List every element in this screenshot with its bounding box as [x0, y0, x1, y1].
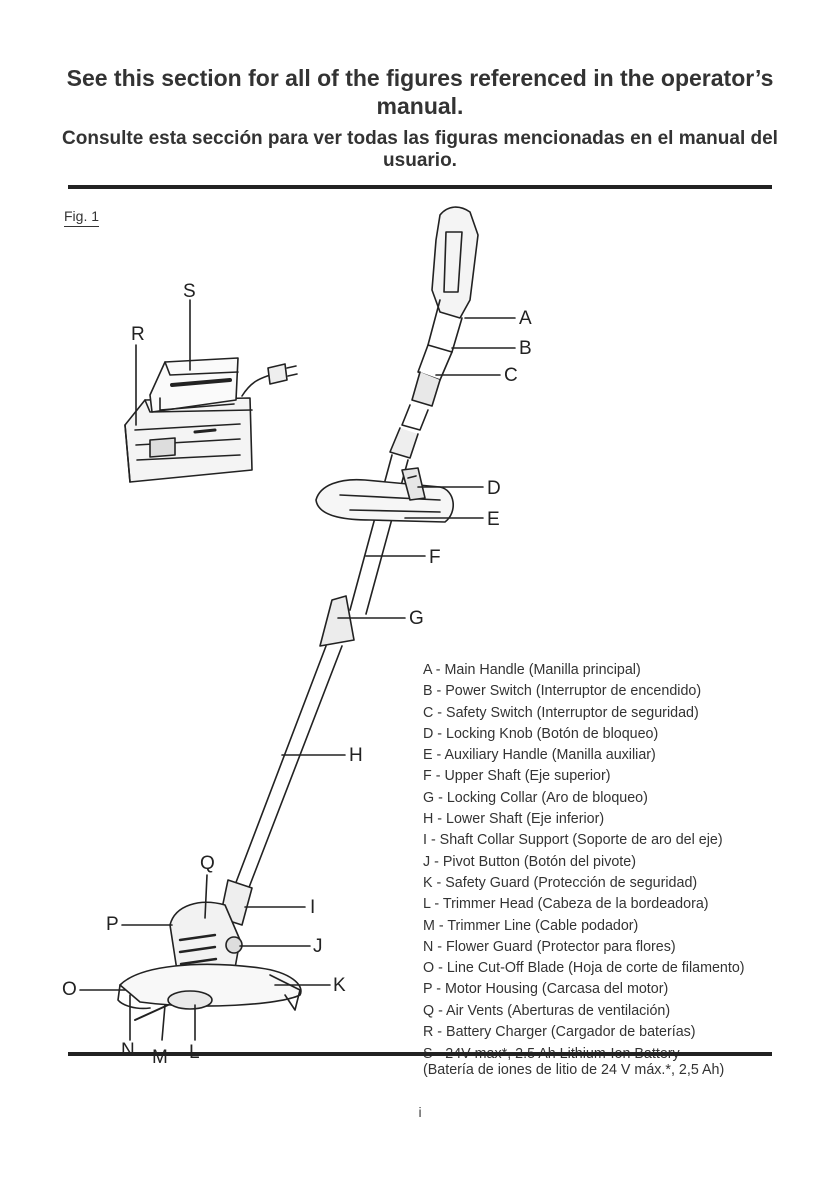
top-divider [68, 185, 772, 189]
lower-shaft-drawing [234, 645, 343, 891]
legend-item-r: R - Battery Charger (Cargador de batería… [423, 1024, 696, 1041]
legend-item-p: P - Motor Housing (Carcasa del motor) [423, 981, 669, 998]
legend-item-s-line2: (Batería de iones de litio de 24 V máx.*… [423, 1062, 725, 1079]
callout-k: K [333, 975, 346, 996]
battery-pack-drawing [149, 357, 239, 413]
auxiliary-handle-drawing [315, 467, 454, 523]
legend-item-m: M - Trimmer Line (Cable podador) [423, 917, 639, 934]
legend-item-o: O - Line Cut-Off Blade (Hoja de corte de… [423, 960, 745, 977]
page-title: See this section for all of the figures … [66, 65, 774, 119]
legend-item-k: K - Safety Guard (Protección de segurida… [423, 874, 698, 891]
callout-c: C [504, 365, 518, 386]
legend-item-c: C - Safety Switch (Interruptor de seguri… [423, 704, 699, 721]
legend-item-b: B - Power Switch (Interruptor de encendi… [423, 683, 702, 700]
page-subtitle: Consulte esta sección para ver todas las… [62, 128, 778, 171]
legend-item-i: I - Shaft Collar Support (Soporte de aro… [423, 832, 723, 849]
trimmer-head-drawing [167, 990, 213, 1010]
figure-label: Fig. 1 [64, 208, 100, 227]
locking-collar-drawing [319, 595, 355, 647]
main-handle-drawing [389, 206, 479, 459]
legend-item-n: N - Flower Guard (Protector para flores) [423, 938, 676, 955]
legend-item-h: H - Lower Shaft (Eje inferior) [423, 811, 605, 828]
legend-item-l: L - Trimmer Head (Cabeza de la bordeador… [423, 896, 709, 913]
page-number: i [418, 1104, 422, 1120]
callout-o: O [62, 979, 77, 1000]
callout-h: H [349, 745, 363, 766]
callout-m: M [152, 1047, 168, 1068]
parts-legend: A - Main Handle (Manilla principal) B - … [423, 660, 823, 1078]
safety-guard-drawing [117, 963, 302, 1011]
legend-item-j: J - Pivot Button (Botón del pivote) [423, 853, 636, 870]
callout-p: P [106, 914, 119, 935]
callout-e: E [487, 509, 500, 530]
callout-s: S [183, 281, 196, 302]
callout-r: R [131, 324, 145, 345]
callout-i: I [310, 897, 316, 918]
legend-item-f: F - Upper Shaft (Eje superior) [423, 768, 611, 785]
legend-item-q: Q - Air Vents (Aberturas de ventilación) [423, 1002, 671, 1019]
callout-j: J [313, 936, 323, 957]
callout-d: D [487, 478, 501, 499]
callout-f: F [429, 547, 441, 568]
callout-b: B [519, 338, 532, 359]
battery-charger-drawing [124, 363, 298, 483]
callout-q: Q [200, 853, 215, 874]
upper-shaft-drawing [349, 454, 409, 615]
legend-item-d: D - Locking Knob (Botón de bloqueo) [423, 725, 659, 742]
legend-item-e: E - Auxiliary Handle (Manilla auxiliar) [423, 747, 656, 764]
callout-a: A [519, 308, 532, 329]
legend-item-g: G - Locking Collar (Aro de bloqueo) [423, 789, 648, 806]
bottom-divider [68, 1052, 772, 1056]
trimmer-illustration [79, 206, 516, 1041]
callout-n: N [121, 1040, 135, 1061]
legend-item-a: A - Main Handle (Manilla principal) [423, 662, 641, 678]
callout-g: G [409, 608, 424, 629]
